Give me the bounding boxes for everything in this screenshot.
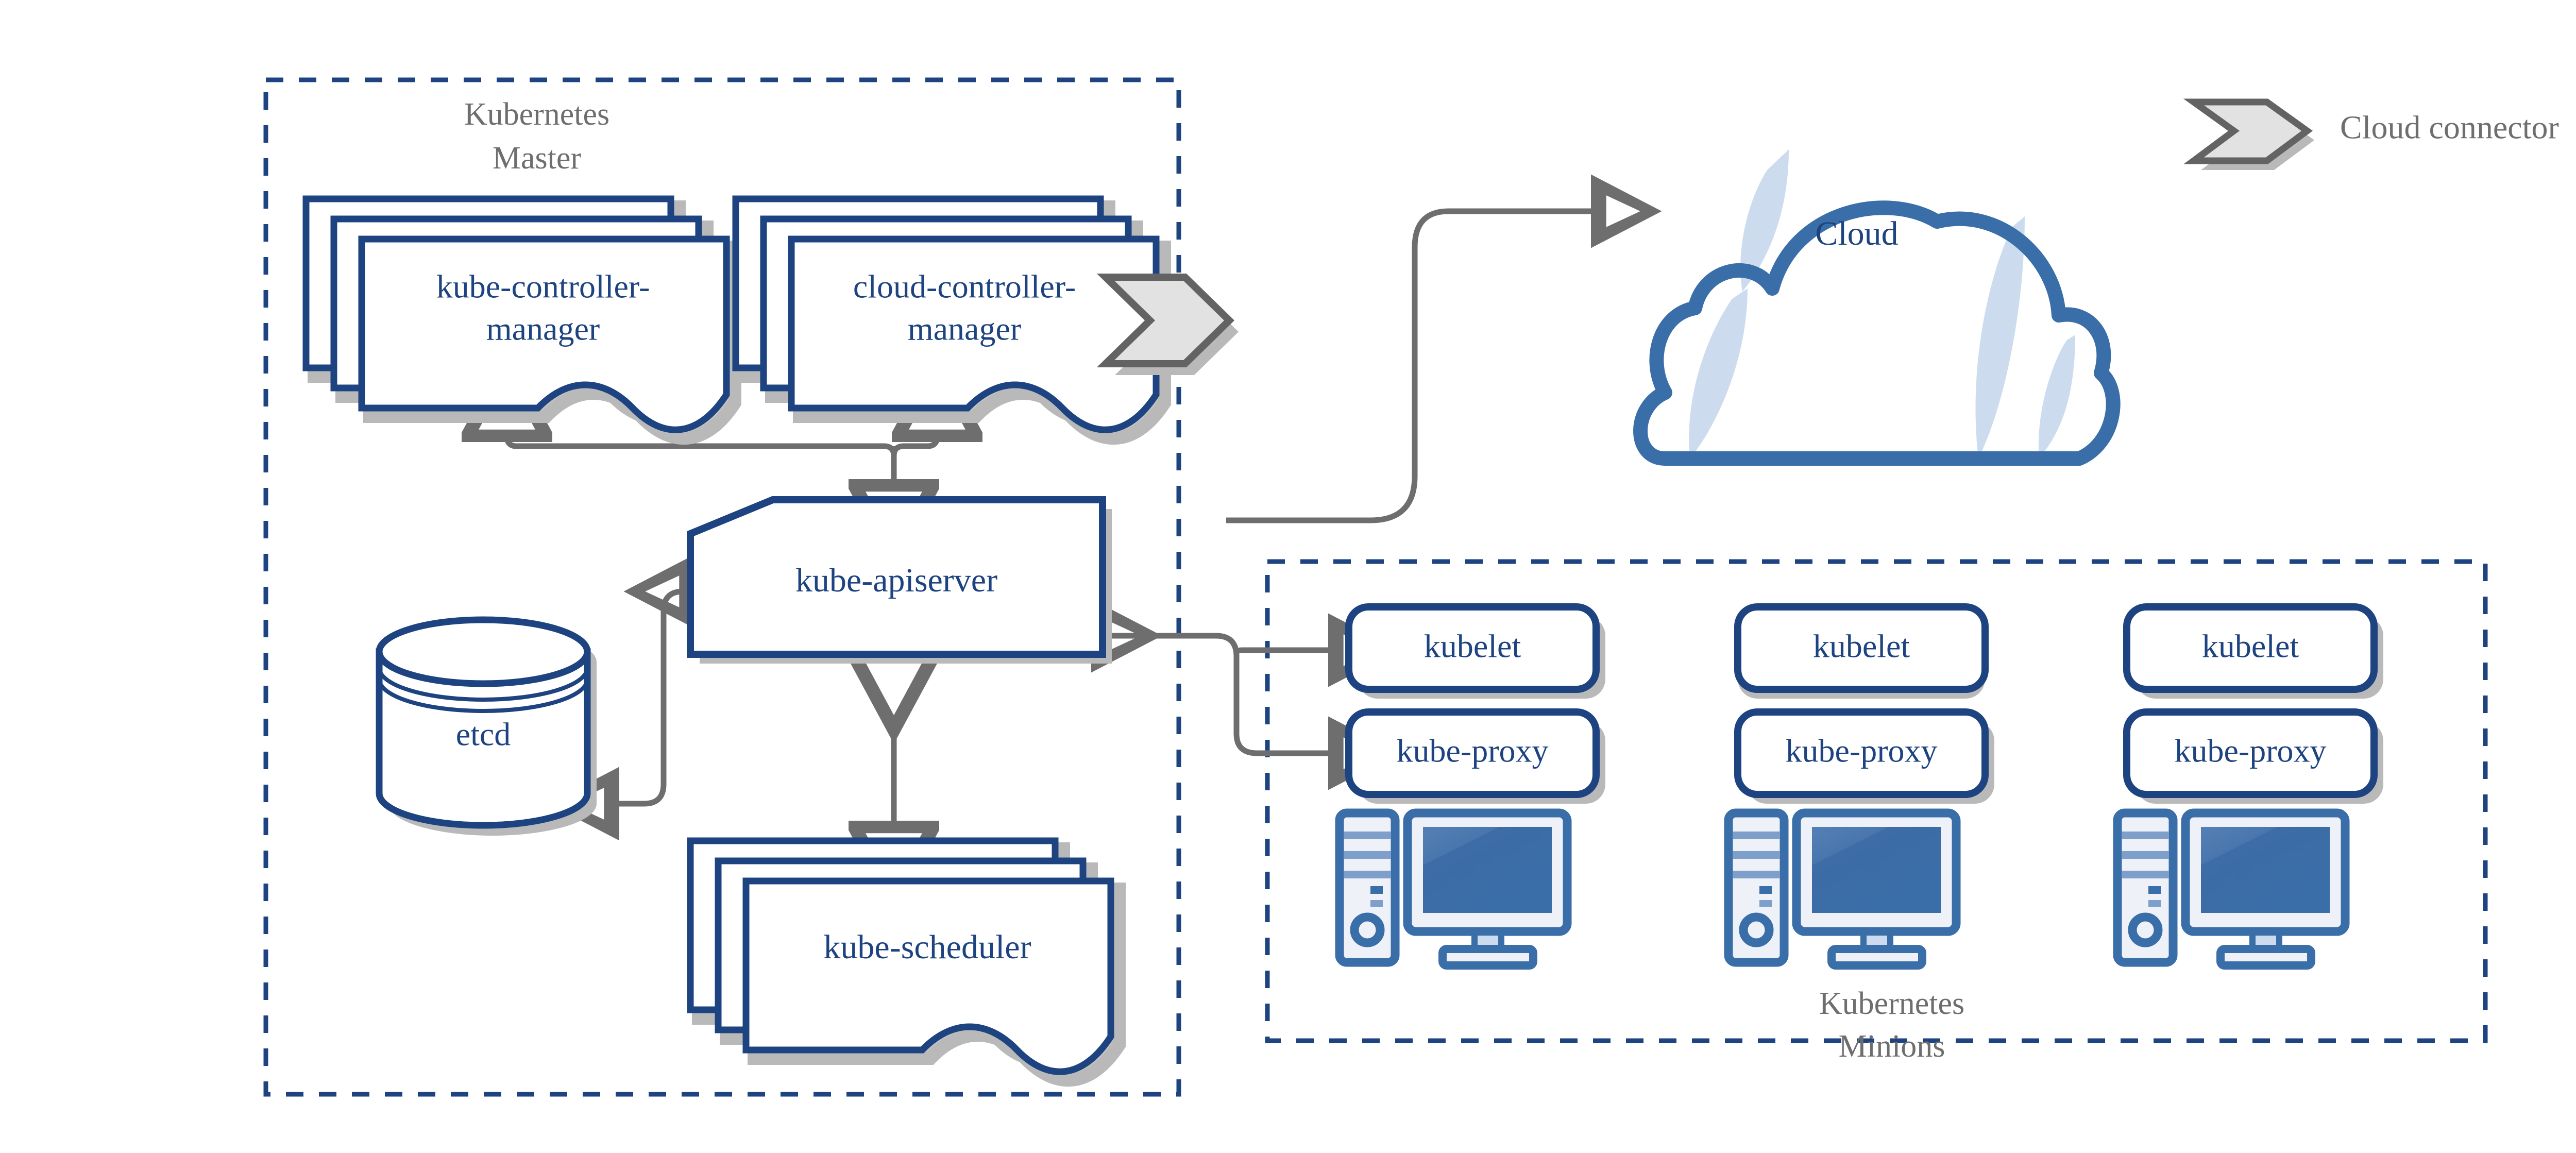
minion-2-desktop-computer-icon bbox=[1724, 808, 1961, 970]
group-kubernetes-minions: Kubernetes Minions bbox=[1265, 559, 2488, 1064]
connector-apiserver-to-minion-kube-proxy bbox=[1091, 599, 1399, 790]
cloud-controller-manager-sheet1 bbox=[788, 235, 1160, 433]
minion-1-kube-proxy-label: kube-proxy bbox=[1396, 733, 1548, 769]
minion-2-kube-proxy-box[interactable] bbox=[1734, 708, 1989, 798]
legend-cloud-connector-label: Cloud connector bbox=[2340, 109, 2559, 146]
etcd-cylinder-top bbox=[376, 616, 591, 687]
master-group-border bbox=[263, 77, 1181, 1097]
cloud-accents bbox=[1689, 149, 2075, 459]
minion-1-kube-proxy-box[interactable] bbox=[1345, 708, 1600, 798]
connector-apiserver-to-cloud-controller-manager bbox=[891, 425, 937, 464]
minion-3-desktop-computer-icon bbox=[2113, 808, 2350, 970]
minion-2-kube-proxy-label: kube-proxy bbox=[1785, 733, 1937, 769]
node-cloud[interactable]: Cloud bbox=[1633, 149, 2121, 466]
master-group-label-line1: Kubernetes bbox=[464, 97, 609, 132]
node-kube-apiserver[interactable]: kube-apiserver bbox=[687, 496, 1112, 664]
minion-3-kubelet-label: kubelet bbox=[2202, 628, 2299, 665]
kube-scheduler-label: kube-scheduler bbox=[823, 928, 1031, 966]
etcd-ring-2 bbox=[377, 679, 589, 713]
minion-1-kubelet-label: kubelet bbox=[1424, 628, 1521, 665]
minion-1-desktop-computer-icon bbox=[1335, 808, 1572, 970]
kube-controller-manager-label-line1: kube-controller- bbox=[436, 268, 650, 305]
node-kube-scheduler[interactable]: kube-scheduler bbox=[687, 837, 1126, 1087]
kube-apiserver-label: kube-apiserver bbox=[795, 562, 997, 599]
minion-1-kubelet-box[interactable] bbox=[1345, 603, 1600, 693]
etcd-label: etcd bbox=[456, 716, 511, 753]
node-etcd[interactable]: etcd bbox=[376, 616, 597, 836]
minions-group-label-line2: Minions bbox=[1839, 1029, 1945, 1064]
cloud-controller-manager-label-line1: cloud-controller- bbox=[853, 268, 1076, 305]
minion-2-kubelet-box[interactable] bbox=[1734, 603, 1989, 693]
connector-apiserver-to-minion-kubelet bbox=[1233, 613, 1399, 687]
minions-group-border bbox=[1265, 559, 2488, 1043]
minion-3-kube-proxy-box[interactable] bbox=[2123, 708, 2378, 798]
cloud-label: Cloud bbox=[1815, 215, 1898, 252]
minion-3-kubelet-box[interactable] bbox=[2123, 603, 2378, 693]
cloud-connector-icon bbox=[1096, 274, 1239, 375]
connector-cloud-controller-to-cloud bbox=[1226, 174, 1662, 523]
kube-controller-manager-label-line2: manager bbox=[486, 311, 600, 347]
cloud-outline-top bbox=[1633, 200, 2121, 466]
minion-node-1[interactable]: kubelet kube-proxy bbox=[1335, 603, 1605, 970]
kube-controller-manager-sheet1 bbox=[358, 235, 730, 433]
kube-apiserver-box bbox=[687, 496, 1106, 658]
cloud-controller-manager-label-line2: manager bbox=[908, 311, 1021, 347]
legend-cloud-connector-icon bbox=[2183, 98, 2313, 164]
connector-lines bbox=[507, 174, 1662, 841]
minion-2-kubelet-label: kubelet bbox=[1813, 628, 1910, 665]
etcd-ring-1 bbox=[377, 667, 589, 702]
minion-3-kube-proxy-label: kube-proxy bbox=[2174, 733, 2326, 769]
master-group-label-line2: Master bbox=[493, 141, 582, 176]
legend-cloud-connector: Cloud connector bbox=[2183, 98, 2559, 170]
node-kube-controller-manager[interactable]: kube-controller- manager bbox=[302, 195, 741, 445]
connector-apiserver-etcd bbox=[548, 554, 695, 841]
minion-node-2[interactable]: kubelet kube-proxy bbox=[1724, 603, 1994, 970]
minion-node-3[interactable]: kubelet kube-proxy bbox=[2113, 603, 2383, 970]
cloud-connector-icon-shape bbox=[1096, 274, 1235, 367]
group-kubernetes-master: Kubernetes Master bbox=[263, 77, 1181, 1097]
node-cloud-controller-manager[interactable]: cloud-controller- manager bbox=[732, 195, 1171, 445]
minions-group-label-line1: Kubernetes bbox=[1819, 986, 1964, 1021]
kube-scheduler-sheet1 bbox=[742, 877, 1114, 1075]
